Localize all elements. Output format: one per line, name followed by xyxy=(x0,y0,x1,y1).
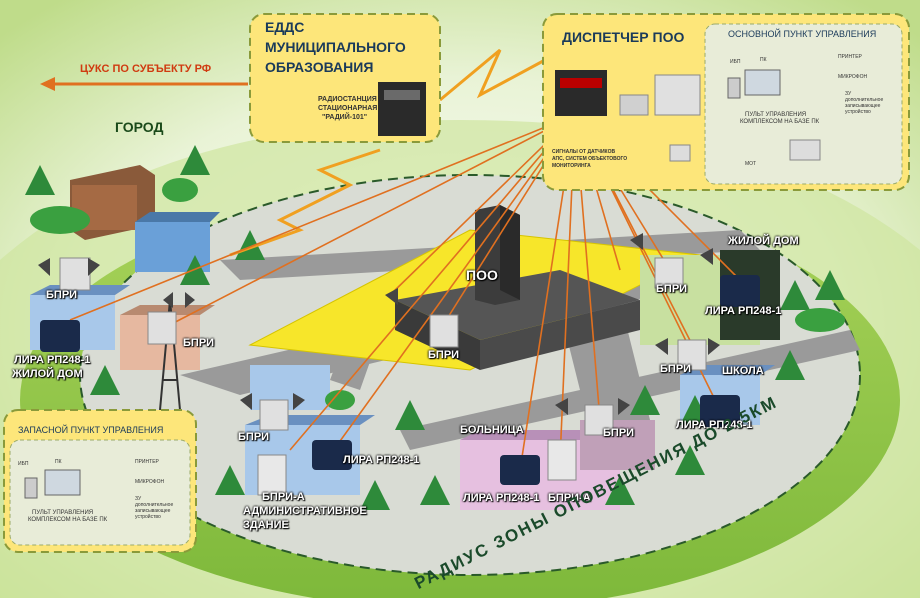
city-label: ГОРОД xyxy=(115,119,164,135)
main-point-title: ОСНОВНОЙ ПУНКТ УПРАВЛЕНИЯ xyxy=(728,29,877,39)
lira-label: ЛИРА РП248-1 xyxy=(705,305,782,317)
brown-building xyxy=(70,165,155,240)
poo-label: ПОО xyxy=(466,267,498,283)
main-mgt-label: МОТ xyxy=(745,161,757,167)
lira-label: ЛИРА РП248-1 xyxy=(14,354,91,366)
dispatcher-panel xyxy=(542,13,910,191)
edds-radio-1: РАДИОСТАНЦИЯ xyxy=(318,96,377,103)
bpri-label: БПРИ xyxy=(660,363,692,375)
main-device-3: записывающее xyxy=(845,103,881,109)
residential-label: ЖИЛОЙ ДОМ xyxy=(12,368,83,380)
main-device-2: дополнительное xyxy=(845,97,884,103)
backup-device-3: записывающее xyxy=(135,508,171,514)
backup-panel xyxy=(3,409,197,553)
devices xyxy=(38,233,760,496)
bpri-label: БПРИ xyxy=(46,289,78,301)
backup-mic-label: МИКРОФОН xyxy=(135,479,165,485)
main-console-2: КОМПЛЕКСОМ НА БАЗЕ ПК xyxy=(740,119,820,125)
backup-ibp-label: ИБП xyxy=(18,461,29,467)
backup-console-1: ПУЛЬТ УПРАВЛЕНИЯ xyxy=(32,510,94,516)
main-ibp-label: ИБП xyxy=(730,59,741,65)
bpri-label: БПРИ xyxy=(656,283,688,295)
main-mic-label: МИКРОФОН xyxy=(838,74,868,80)
main-printer-label: ПРИНТЕР xyxy=(838,54,862,60)
sensors-label-2: АПС, СИСТЕМ ОБЪЕКТОВОГО xyxy=(552,156,628,162)
sensors-label-3: МОНИТОРИНГА xyxy=(552,163,591,169)
tsuks-label: ЦУКС ПО СУБЪЕКТУ РФ xyxy=(80,63,212,75)
bpri-a-label: БПРИ-А xyxy=(548,492,591,504)
school-label: ШКОЛА xyxy=(722,365,764,377)
lira-label: ЛИРА РП248-1 xyxy=(343,454,420,466)
bpri-label: БПРИ xyxy=(603,427,635,439)
lira-label: ЛИРА РП248-1 xyxy=(676,419,753,431)
lira-label: ЛИРА РП248-1 xyxy=(463,492,540,504)
dispatcher-title: ДИСПЕТЧЕР ПОО xyxy=(562,29,685,45)
main-console-1: ПУЛЬТ УПРАВЛЕНИЯ xyxy=(745,112,807,118)
radio-links xyxy=(229,48,546,257)
bpri-a-label: БПРИ-А xyxy=(262,491,305,503)
main-pc-label: ПК xyxy=(760,57,767,63)
backup-device-1: ЗУ xyxy=(135,496,142,502)
edds-subtitle-1: МУНИЦИПАЛЬНОГО xyxy=(265,39,406,55)
backup-device-2: дополнительное xyxy=(135,502,174,508)
blue-building-1 xyxy=(135,212,220,272)
admin-label-1: АДМИНИСТРАТИВНОЕ xyxy=(243,505,367,517)
edds-radio-3: "РАДИЙ-101" xyxy=(322,114,368,121)
hospital-label: БОЛЬНИЦА xyxy=(460,424,524,436)
tsuks-arrow xyxy=(40,77,248,91)
main-device-1: ЗУ xyxy=(845,91,852,97)
backup-pc-label: ПК xyxy=(55,459,62,465)
edds-title: ЕДДС xyxy=(265,19,305,35)
backup-printer-label: ПРИНТЕР xyxy=(135,459,159,465)
bpri-label: БПРИ xyxy=(238,431,270,443)
sensors-label-1: СИГНАЛЫ ОТ ДАТЧИКОВ xyxy=(552,149,616,155)
admin-label-2: ЗДАНИЕ xyxy=(243,519,289,531)
backup-point-title: ЗАПАСНОЙ ПУНКТ УПРАВЛЕНИЯ xyxy=(18,425,164,435)
edds-radio-2: СТАЦИОНАРНАЯ xyxy=(318,105,378,112)
residential-label: ЖИЛОЙ ДОМ xyxy=(728,235,799,247)
edds-panel xyxy=(249,13,441,143)
edds-subtitle-2: ОБРАЗОВАНИЯ xyxy=(265,59,374,75)
main-device-4: устройство xyxy=(845,109,871,115)
bpri-label: БПРИ xyxy=(428,349,460,361)
backup-console-2: КОМПЛЕКСОМ НА БАЗЕ ПК xyxy=(28,517,108,523)
backup-device-4: устройство xyxy=(135,514,161,520)
bpri-label: БПРИ xyxy=(183,337,215,349)
